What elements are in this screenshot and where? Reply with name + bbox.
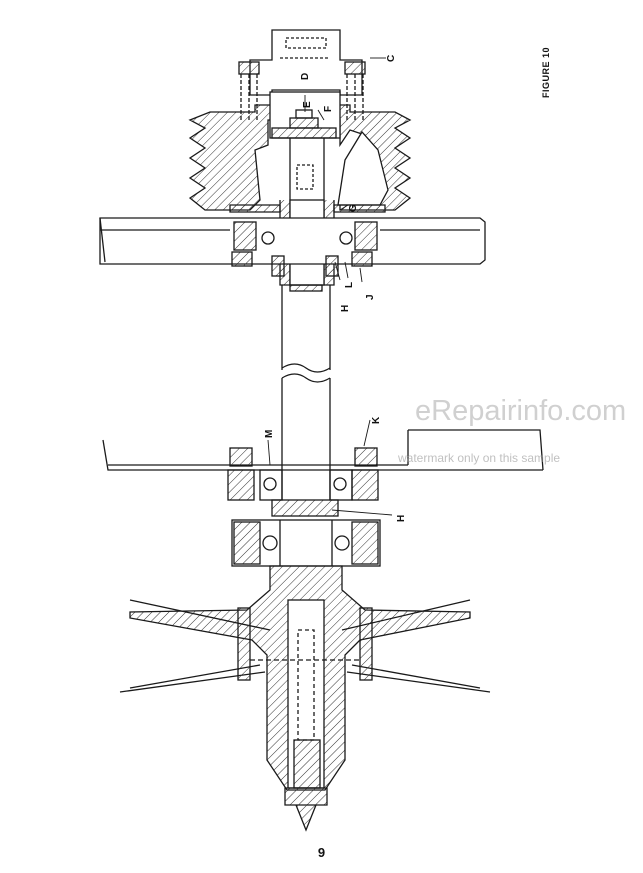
callout-m: M — [264, 430, 275, 438]
mounting-bracket — [249, 29, 363, 96]
page-number: 9 — [317, 845, 326, 860]
watermark-note: watermark only on this sample — [398, 451, 561, 465]
leader-lines — [267, 57, 393, 516]
main-shaft-middle — [281, 284, 331, 500]
retaining-plate — [271, 109, 337, 139]
lower-sheave — [119, 565, 491, 832]
upper-bearing-assembly — [231, 221, 378, 277]
callout-k: K — [371, 416, 382, 424]
callout-h-upper: H — [340, 305, 351, 312]
watermark-brand: eRepairinfo.com — [415, 395, 627, 427]
callout-g: G — [348, 204, 359, 212]
callout-h-lower: H — [396, 515, 407, 522]
callout-l: L — [344, 282, 355, 288]
idler-block — [231, 519, 381, 567]
upper-deck-plate — [99, 204, 486, 265]
callout-j: J — [365, 294, 376, 300]
callout-f: F — [323, 106, 334, 112]
callout-d: D — [300, 73, 311, 80]
lower-bearing-assembly — [227, 447, 379, 517]
callout-labels: C D E F G H J L K M H — [264, 55, 407, 522]
callout-c: C — [386, 55, 397, 62]
figure-title: FIGURE 10 — [541, 46, 551, 98]
callout-e: E — [302, 101, 313, 108]
